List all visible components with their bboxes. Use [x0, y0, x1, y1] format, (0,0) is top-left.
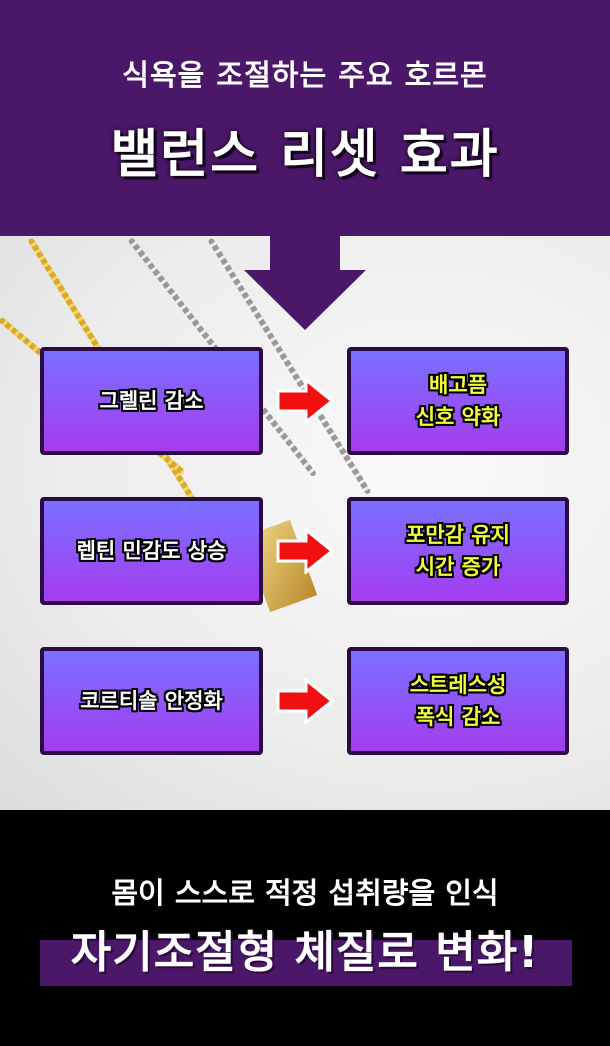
- effect-line1: 배고픔: [429, 373, 487, 397]
- footer-highlight-bar: [40, 940, 572, 986]
- down-arrow-icon: [244, 236, 366, 330]
- right-arrow-icon: [276, 378, 334, 424]
- cause-label: 렙틴 민감도 상승: [76, 539, 227, 563]
- right-arrow-icon: [276, 678, 334, 724]
- cause-box-ghrelin: 그렐린 감소: [40, 347, 263, 455]
- footer-line2: 자기조절형 체질로 변화!: [70, 927, 540, 978]
- cause-box-leptin: 렙틴 민감도 상승: [40, 497, 263, 605]
- effect-line1: 스트레스성: [409, 673, 507, 697]
- effect-line2: 시간 증가: [415, 555, 501, 579]
- header-subtitle: 식욕을 조절하는 주요 호르몬: [122, 58, 488, 92]
- effect-line1: 포만감 유지: [406, 523, 510, 547]
- cause-label: 코르티솔 안정화: [80, 689, 223, 713]
- header-title: 밸런스 리셋 효과: [110, 125, 500, 185]
- effect-line2: 신호 약화: [415, 405, 501, 429]
- cause-label: 그렐린 감소: [99, 389, 204, 413]
- effect-line2: 폭식 감소: [415, 705, 501, 729]
- right-arrow-icon: [276, 528, 334, 574]
- footer-line1: 몸이 스스로 적정 섭취량을 인식: [111, 876, 499, 910]
- footer-banner: 몸이 스스로 적정 섭취량을 인식 자기조절형 체질로 변화!: [0, 810, 610, 1046]
- header-banner: 식욕을 조절하는 주요 호르몬 밸런스 리셋 효과: [0, 0, 610, 236]
- cause-box-cortisol: 코르티솔 안정화: [40, 647, 263, 755]
